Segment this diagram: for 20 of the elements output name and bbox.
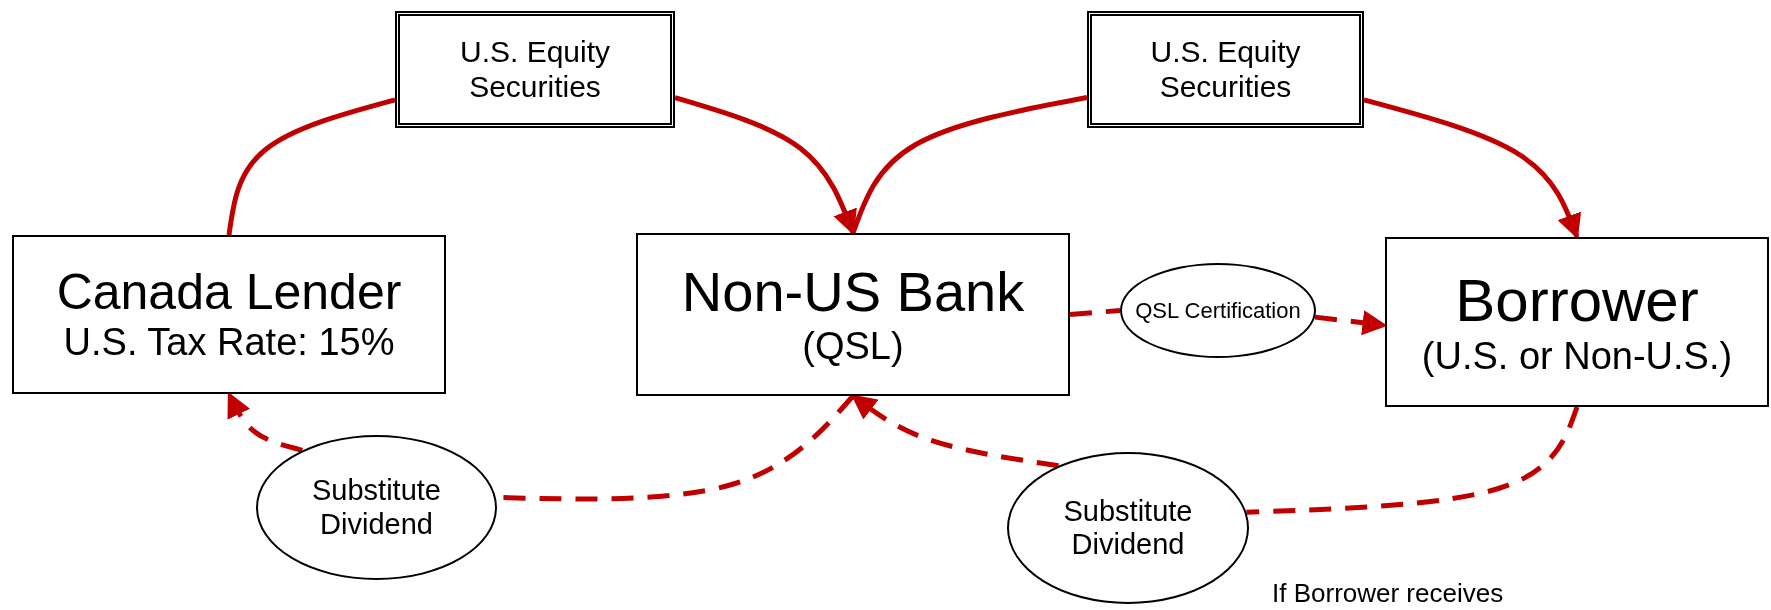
node-subtitle: (QSL) [802, 324, 904, 369]
node-subtitle: U.S. Tax Rate: 15% [63, 321, 395, 366]
node-title: Substitute Dividend [1062, 494, 1194, 562]
party-box [12, 235, 446, 394]
node-title: QSL Certification [1135, 297, 1301, 324]
node-title: Canada Lender [56, 263, 402, 322]
arrow [851, 394, 1059, 469]
party-box [1385, 237, 1769, 407]
securities-box [395, 11, 675, 128]
party-box [636, 233, 1070, 396]
node-subtitle: (U.S. or Non-U.S.) [1421, 334, 1733, 379]
node-title: U.S. Equity Securities [458, 35, 612, 104]
securities-box [1087, 11, 1364, 128]
note-text: If Borrower receives [1272, 578, 1504, 609]
node-title: Non-US Bank [681, 260, 1025, 325]
arrow [1363, 97, 1581, 240]
node-title: Borrower [1455, 265, 1699, 335]
node-title: Substitute Dividend [311, 474, 442, 541]
arrow [674, 95, 857, 236]
node-title: U.S. Equity Securities [1149, 35, 1302, 104]
